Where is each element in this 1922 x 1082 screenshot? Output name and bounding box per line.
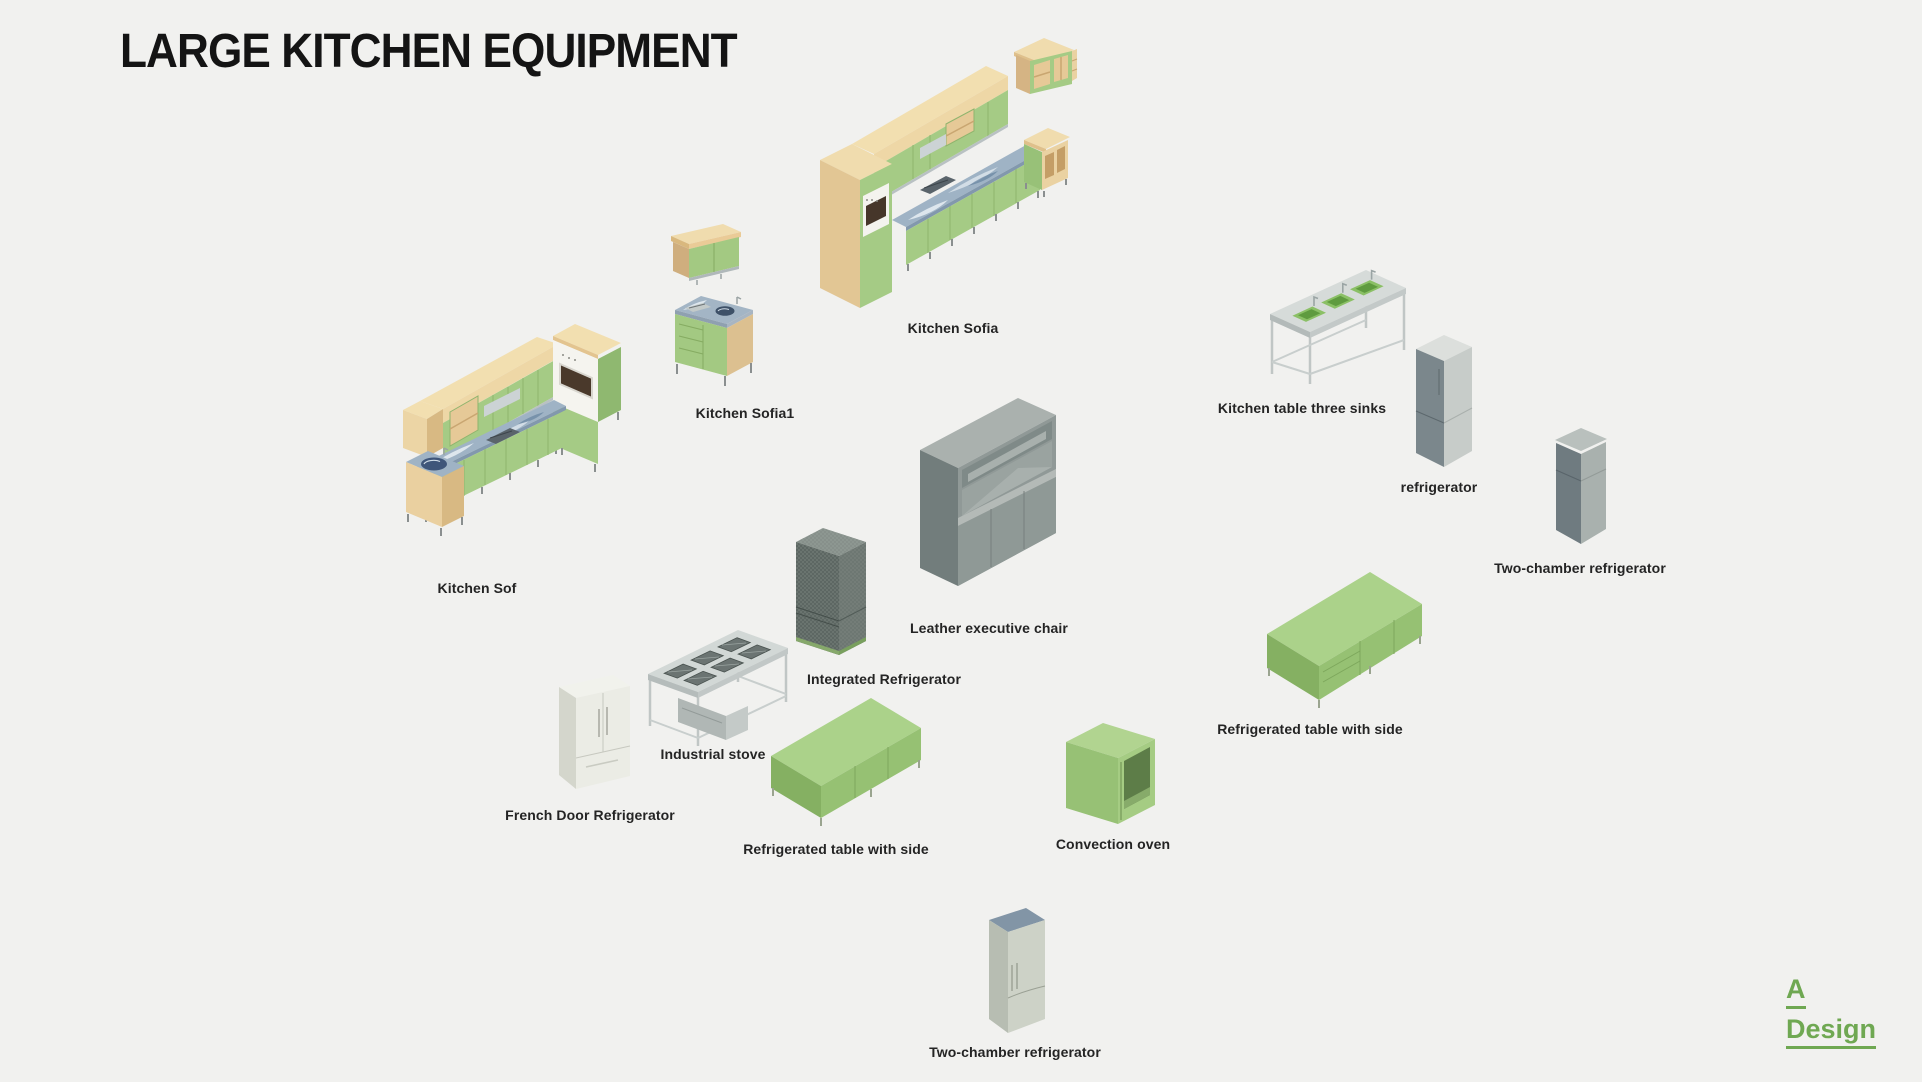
item-label-refrigerated-table-with-side-center: Refrigerated table with side: [743, 841, 929, 857]
item-two-chamber-refrigerator-right[interactable]: [1551, 426, 1611, 548]
item-label-kitchen-sofia1: Kitchen Sofia1: [695, 405, 795, 421]
two-chamber-refrigerator-right-render: [1555, 428, 1607, 544]
item-integrated-refrigerator[interactable]: [793, 512, 871, 659]
kitchen-table-three-sinks-render: [1270, 269, 1406, 384]
item-label-two-chamber-refrigerator-right: Two-chamber refrigerator: [1494, 560, 1666, 576]
item-refrigerated-table-with-side-right[interactable]: [1266, 570, 1424, 718]
item-label-convection-oven: Convection oven: [1055, 836, 1171, 852]
logo-line1: A: [1786, 976, 1806, 1009]
kitchen-sofia1-render: [671, 224, 753, 386]
item-label-two-chamber-refrigerator-bottom: Two-chamber refrigerator: [929, 1044, 1101, 1060]
item-label-french-door-refrigerator: French Door Refrigerator: [505, 807, 675, 823]
item-label-refrigerator: refrigerator: [1400, 479, 1478, 495]
convection-oven-render: [1066, 723, 1155, 824]
item-kitchen-sof[interactable]: [398, 312, 628, 554]
refrigerated-table-center-render: [771, 698, 921, 826]
a-design-logo: A Design: [1786, 976, 1877, 1049]
item-label-kitchen-sof: Kitchen Sof: [437, 580, 517, 596]
item-refrigerated-table-with-side-center[interactable]: [770, 696, 927, 832]
two-chamber-refrigerator-bottom-render: [989, 908, 1046, 1033]
item-kitchen-sofia[interactable]: [818, 28, 1078, 313]
item-two-chamber-refrigerator-bottom[interactable]: [984, 903, 1050, 1037]
item-leather-executive-chair[interactable]: [918, 390, 1062, 590]
industrial-stove-render: [648, 630, 788, 746]
item-kitchen-table-three-sinks[interactable]: [1268, 262, 1410, 388]
item-kitchen-sofia1[interactable]: [663, 218, 763, 390]
leather-executive-chair-render: [920, 398, 1056, 586]
item-label-integrated-refrigerator: Integrated Refrigerator: [807, 671, 961, 687]
refrigerator-render: [1415, 335, 1473, 467]
refrigerated-table-right-render: [1267, 572, 1422, 708]
item-industrial-stove[interactable]: [646, 626, 796, 750]
item-convection-oven[interactable]: [1063, 716, 1161, 830]
kitchen-sof-render: [403, 324, 621, 536]
item-french-door-refrigerator[interactable]: [556, 673, 636, 795]
logo-line2: Design: [1786, 1016, 1877, 1049]
item-refrigerator[interactable]: [1410, 333, 1478, 471]
item-label-kitchen-sofia: Kitchen Sofia: [907, 320, 999, 336]
item-label-industrial-stove: Industrial stove: [660, 746, 766, 762]
integrated-refrigerator-render: [795, 528, 867, 655]
item-label-leather-executive-chair: Leather executive chair: [910, 620, 1068, 636]
page-title: LARGE KITCHEN EQUIPMENT: [120, 25, 738, 78]
kitchen-sofia-render: [820, 38, 1078, 308]
item-label-kitchen-table-three-sinks: Kitchen table three sinks: [1217, 400, 1387, 416]
item-label-refrigerated-table-with-side-right: Refrigerated table with side: [1217, 721, 1403, 737]
french-door-refrigerator-render: [559, 675, 631, 789]
